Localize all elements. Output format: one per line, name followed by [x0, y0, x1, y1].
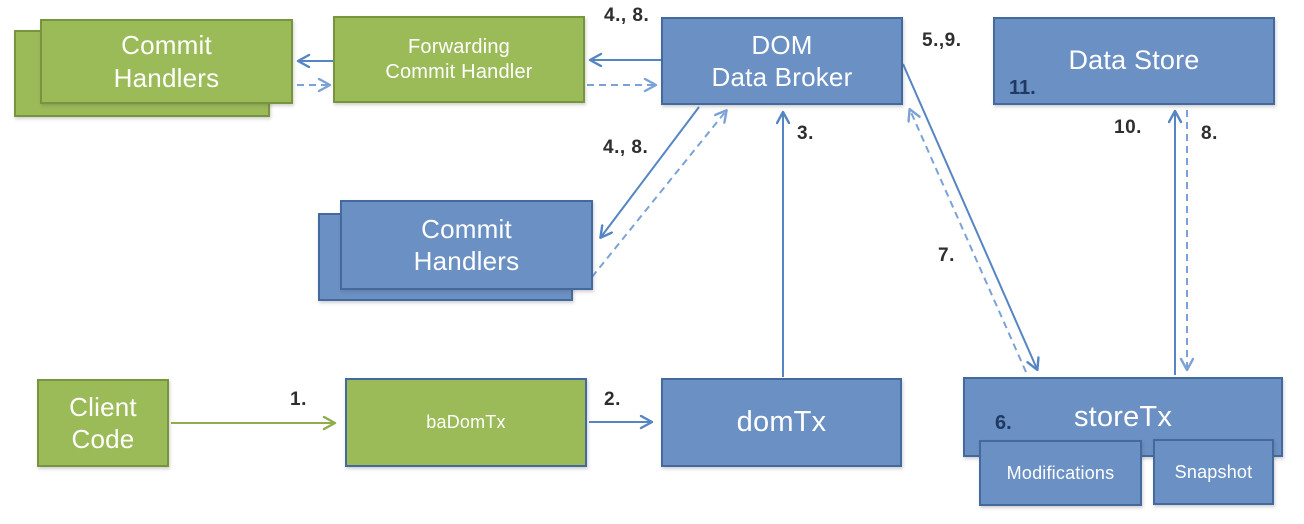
node-domtx: domTx — [661, 378, 902, 467]
arrow-dombroker-to-bluecommithandlers — [601, 106, 700, 237]
node-label: DOM Data Broker — [711, 29, 853, 93]
step-label-1: 1. — [290, 389, 307, 410]
step-label-3: 3. — [797, 123, 814, 144]
node-label: Forwarding Commit Handler — [385, 35, 533, 83]
node-label: Data Store — [1068, 45, 1200, 76]
step-label-7: 7. — [938, 245, 955, 266]
node-snapshot: Snapshot — [1153, 439, 1274, 505]
step-label-10: 10. — [1114, 117, 1142, 138]
arrow-storetx-to-dombroker-dashed — [910, 110, 1027, 373]
step-label-4-8-top: 4., 8. — [604, 5, 650, 26]
step-label-8: 8. — [1201, 123, 1218, 144]
step-label-11: 11. — [1009, 77, 1036, 99]
node-label: domTx — [736, 406, 827, 439]
node-client-code: Client Code — [37, 379, 169, 467]
node-label: storeTx — [1073, 400, 1173, 433]
node-label: Modifications — [1006, 462, 1115, 483]
node-commit-handlers-blue: Commit Handlers — [340, 200, 593, 290]
node-data-store: Data Store 11. — [993, 17, 1275, 105]
step-label-4-8-mid: 4., 8. — [603, 137, 649, 158]
node-commit-handlers-green: Commit Handlers — [40, 19, 293, 104]
node-label: Snapshot — [1174, 461, 1253, 482]
node-modifications: Modifications — [979, 440, 1142, 506]
node-forwarding-commit-handler: Forwarding Commit Handler — [333, 16, 585, 103]
step-label-6: 6. — [995, 412, 1012, 434]
arrow-dombroker-to-storetx — [902, 63, 1037, 369]
node-label: Commit Handlers — [413, 213, 520, 277]
step-label-5-9: 5.,9. — [922, 30, 962, 51]
node-label: Client Code — [69, 391, 137, 455]
node-badomtx: baDomTx — [345, 378, 587, 467]
step-label-2: 2. — [604, 389, 621, 410]
node-dom-data-broker: DOM Data Broker — [661, 17, 903, 105]
node-label: Commit Handlers — [113, 30, 220, 93]
node-label: baDomTx — [426, 412, 506, 433]
arrow-bluecommithandlers-to-dombroker-dashed — [591, 111, 726, 278]
